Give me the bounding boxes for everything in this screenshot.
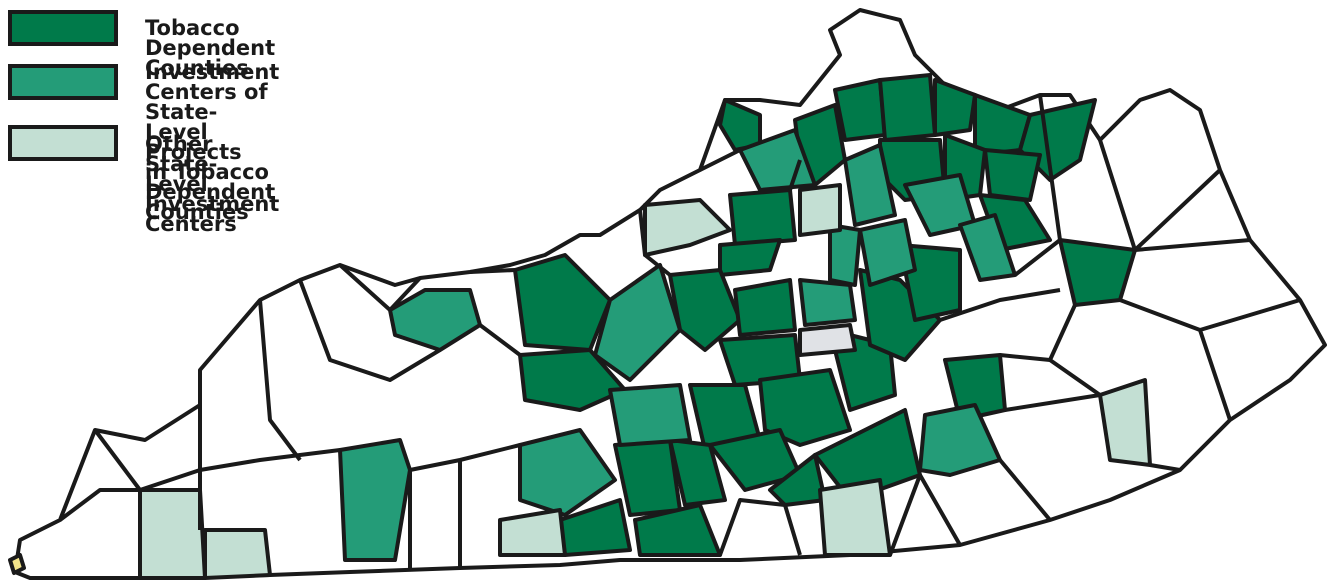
legend-swatch [8,10,118,46]
county-tobacco [933,78,977,137]
county-special [798,323,857,357]
county-investment-center [858,218,917,287]
county-other-investment [1098,378,1152,467]
county-other-investment [798,183,842,237]
county-tobacco [758,368,852,447]
county-tobacco [878,73,937,142]
county-tobacco [613,438,682,517]
county-tobacco [733,278,797,337]
county-tobacco [518,348,627,412]
legend-swatch [8,64,118,100]
county-tobacco [983,148,1042,202]
legend-label: Tobacco Dependent Counties [145,16,276,80]
county-other-investment [498,508,567,557]
county-tobacco [718,98,762,152]
county-other-investment [138,488,207,580]
county-special [8,553,26,575]
county-other-investment [818,478,892,557]
county-other-investment [643,198,732,257]
county-investment-center [593,263,682,382]
county-investment-center [338,438,412,562]
county-investment-center [798,278,857,327]
county-tobacco [728,188,797,247]
county-investment-center [608,383,692,447]
county-investment-center [843,143,897,227]
legend-swatch [8,125,118,161]
legend-label: Other State-Level Investment Centers [145,132,280,236]
county-tobacco [718,238,782,277]
county-investment-center [918,403,1002,477]
county-other-investment [203,528,272,580]
county-tobacco [833,78,887,142]
county-tobacco [513,253,612,352]
county-tobacco [668,438,727,507]
legend-label: Investment Centers of State-Level Projec… [145,60,280,224]
county-investment-center [518,428,617,517]
county-investment-center [388,288,482,352]
county-borders [58,94,1301,568]
county-investment-center [828,223,862,287]
county-tobacco [1058,238,1137,307]
